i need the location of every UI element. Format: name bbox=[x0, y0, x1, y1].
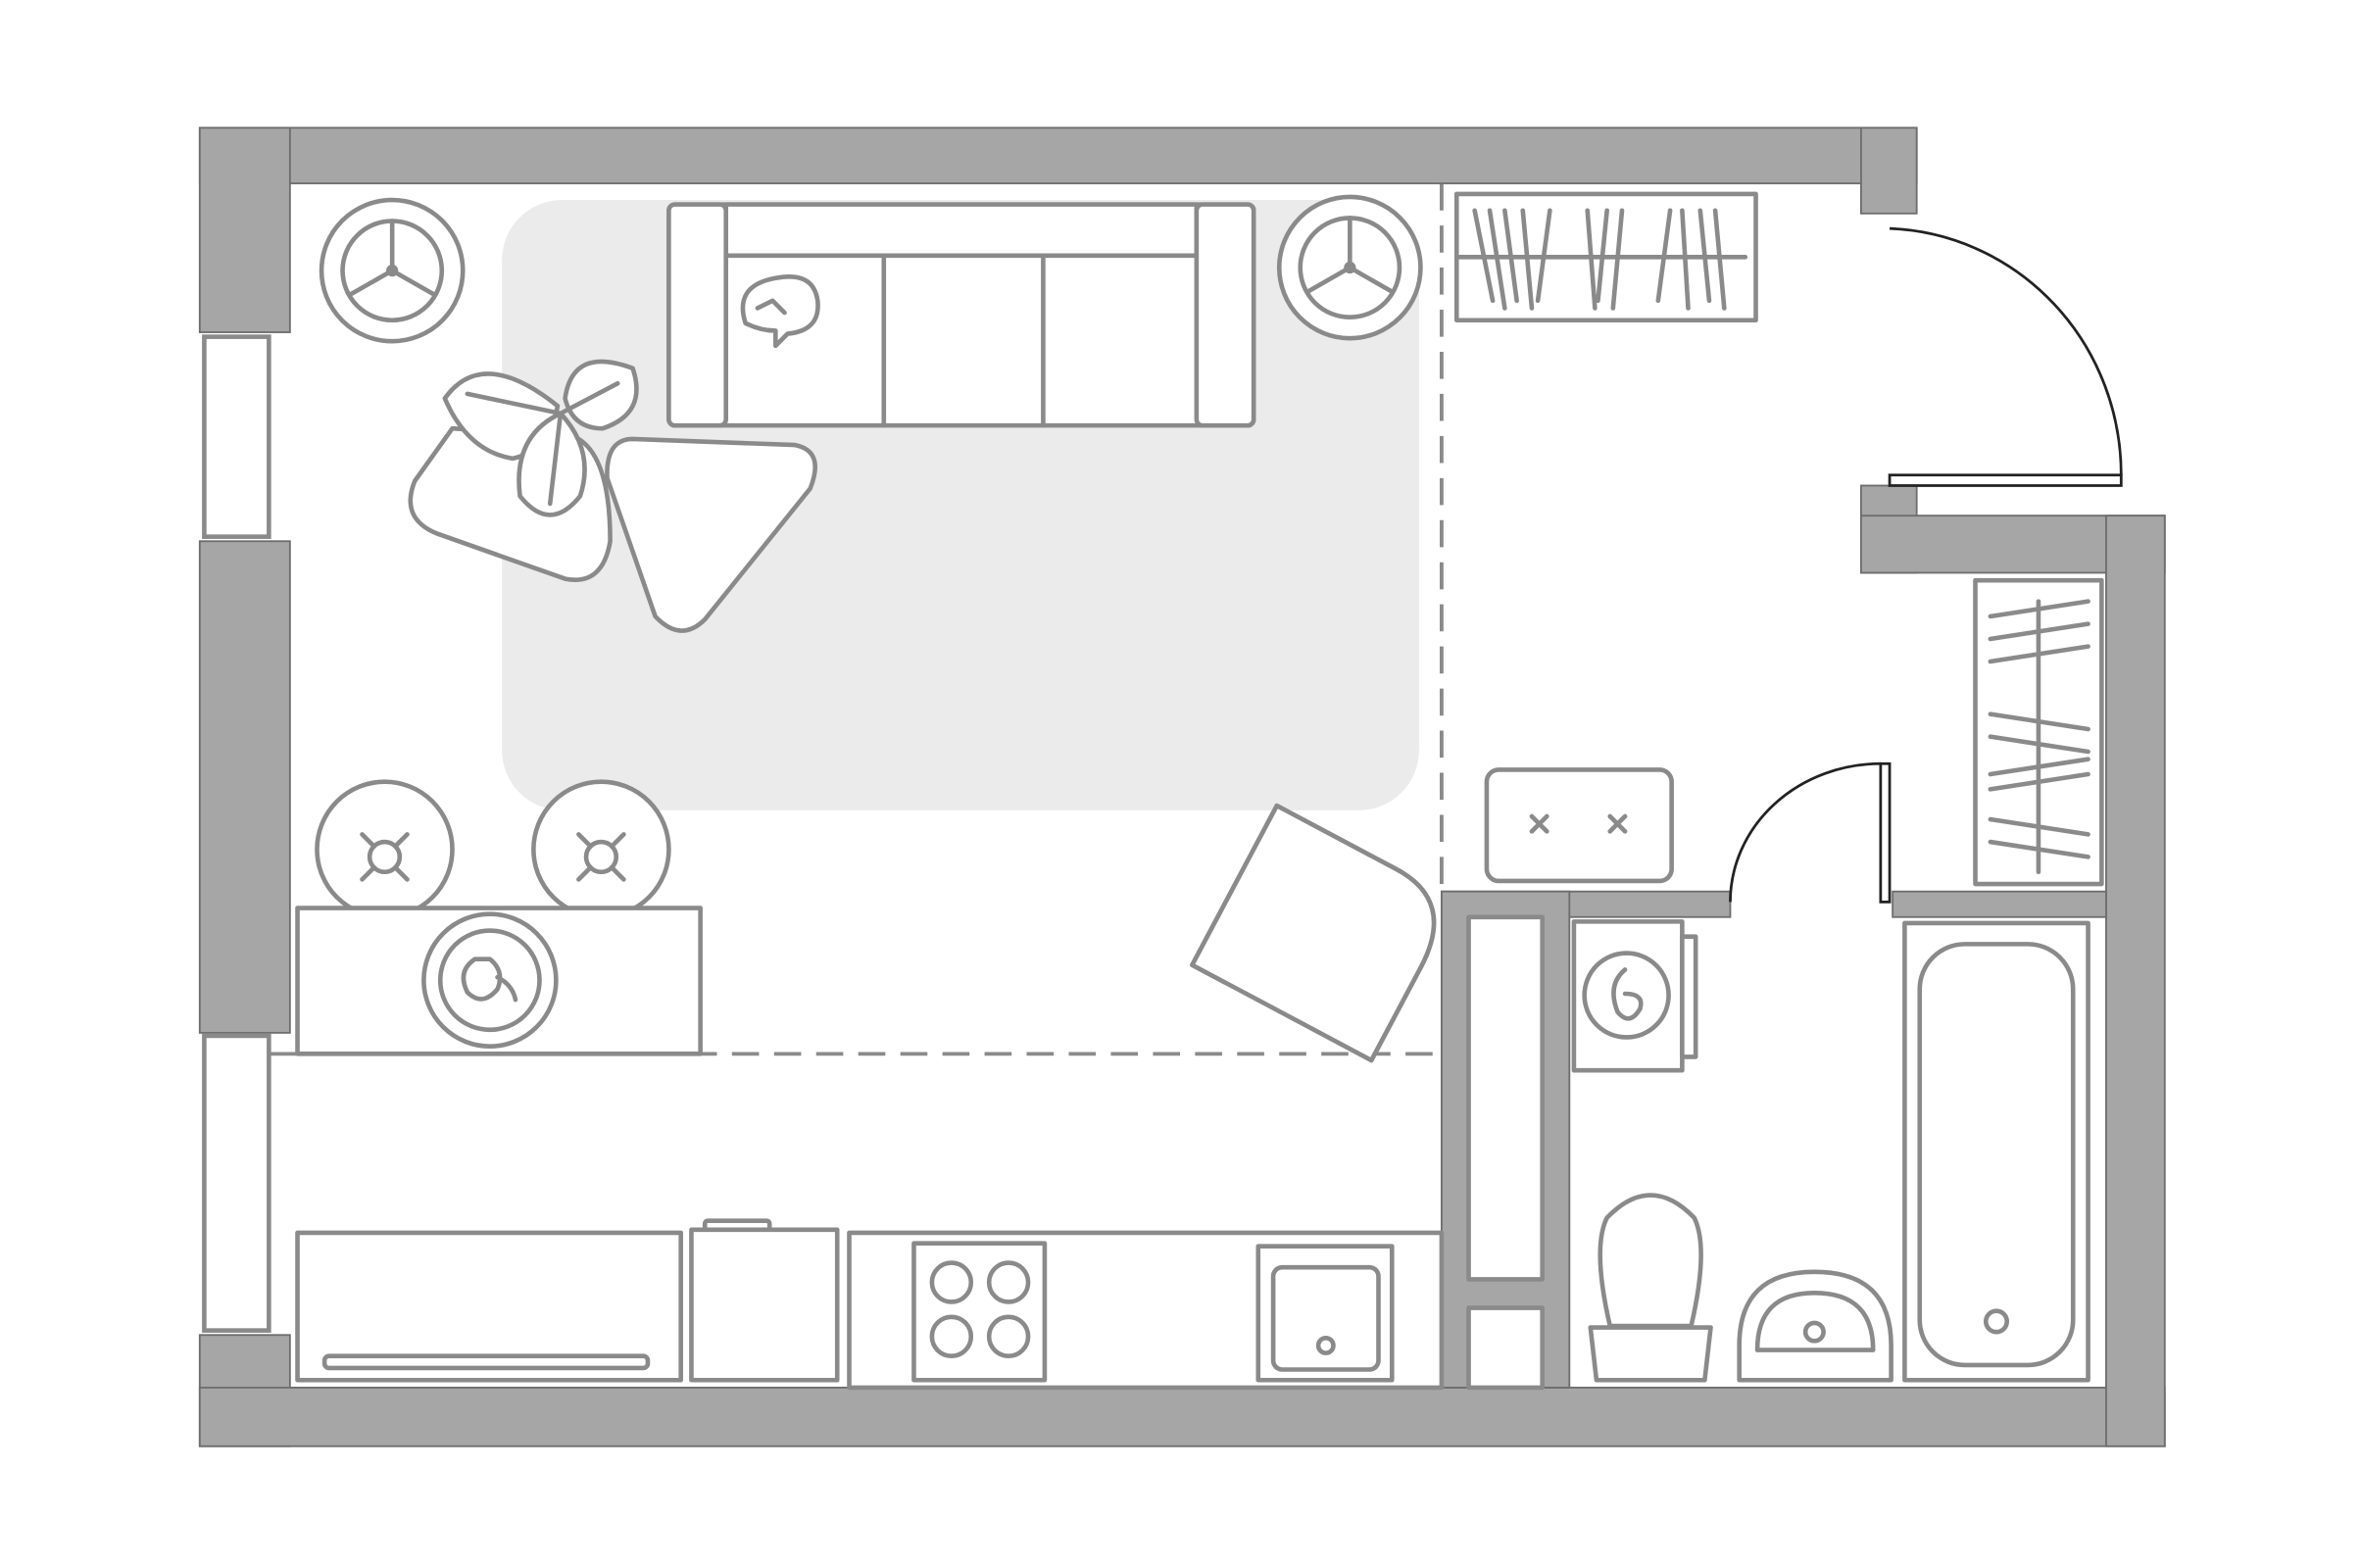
side-table-left bbox=[319, 197, 466, 344]
bathtub bbox=[1902, 920, 2090, 1383]
plant-icon bbox=[442, 359, 639, 517]
armchair bbox=[1190, 803, 1437, 1063]
chair-right bbox=[531, 779, 671, 920]
bathroom-door[interactable] bbox=[1729, 761, 1892, 904]
window-top bbox=[202, 334, 271, 539]
shoe-shelf bbox=[1453, 191, 1758, 323]
bench bbox=[1484, 767, 1674, 884]
storage-cabinet bbox=[1466, 914, 1546, 1282]
fridge bbox=[689, 1218, 840, 1383]
washing-machine bbox=[1571, 919, 1698, 1073]
kitchen-sink bbox=[1255, 1244, 1395, 1383]
bathroom-sink bbox=[1737, 1269, 1893, 1383]
wardrobe bbox=[1973, 577, 2104, 887]
sofa bbox=[666, 202, 1256, 428]
side-table-right bbox=[1276, 194, 1423, 341]
walls bbox=[198, 126, 2166, 1447]
chair-left bbox=[315, 779, 455, 920]
stove bbox=[911, 1241, 1048, 1383]
storage-cabinet-small bbox=[1466, 1305, 1546, 1391]
coffee-table-right bbox=[605, 436, 818, 633]
bench-marks bbox=[1529, 813, 1628, 834]
dining-table bbox=[295, 906, 703, 1056]
kitchen-counter-left bbox=[295, 1230, 684, 1383]
cat-icon bbox=[740, 274, 820, 349]
entrance-door[interactable] bbox=[1888, 226, 2123, 487]
toilet bbox=[1588, 1193, 1713, 1383]
window-bottom bbox=[202, 1033, 271, 1333]
